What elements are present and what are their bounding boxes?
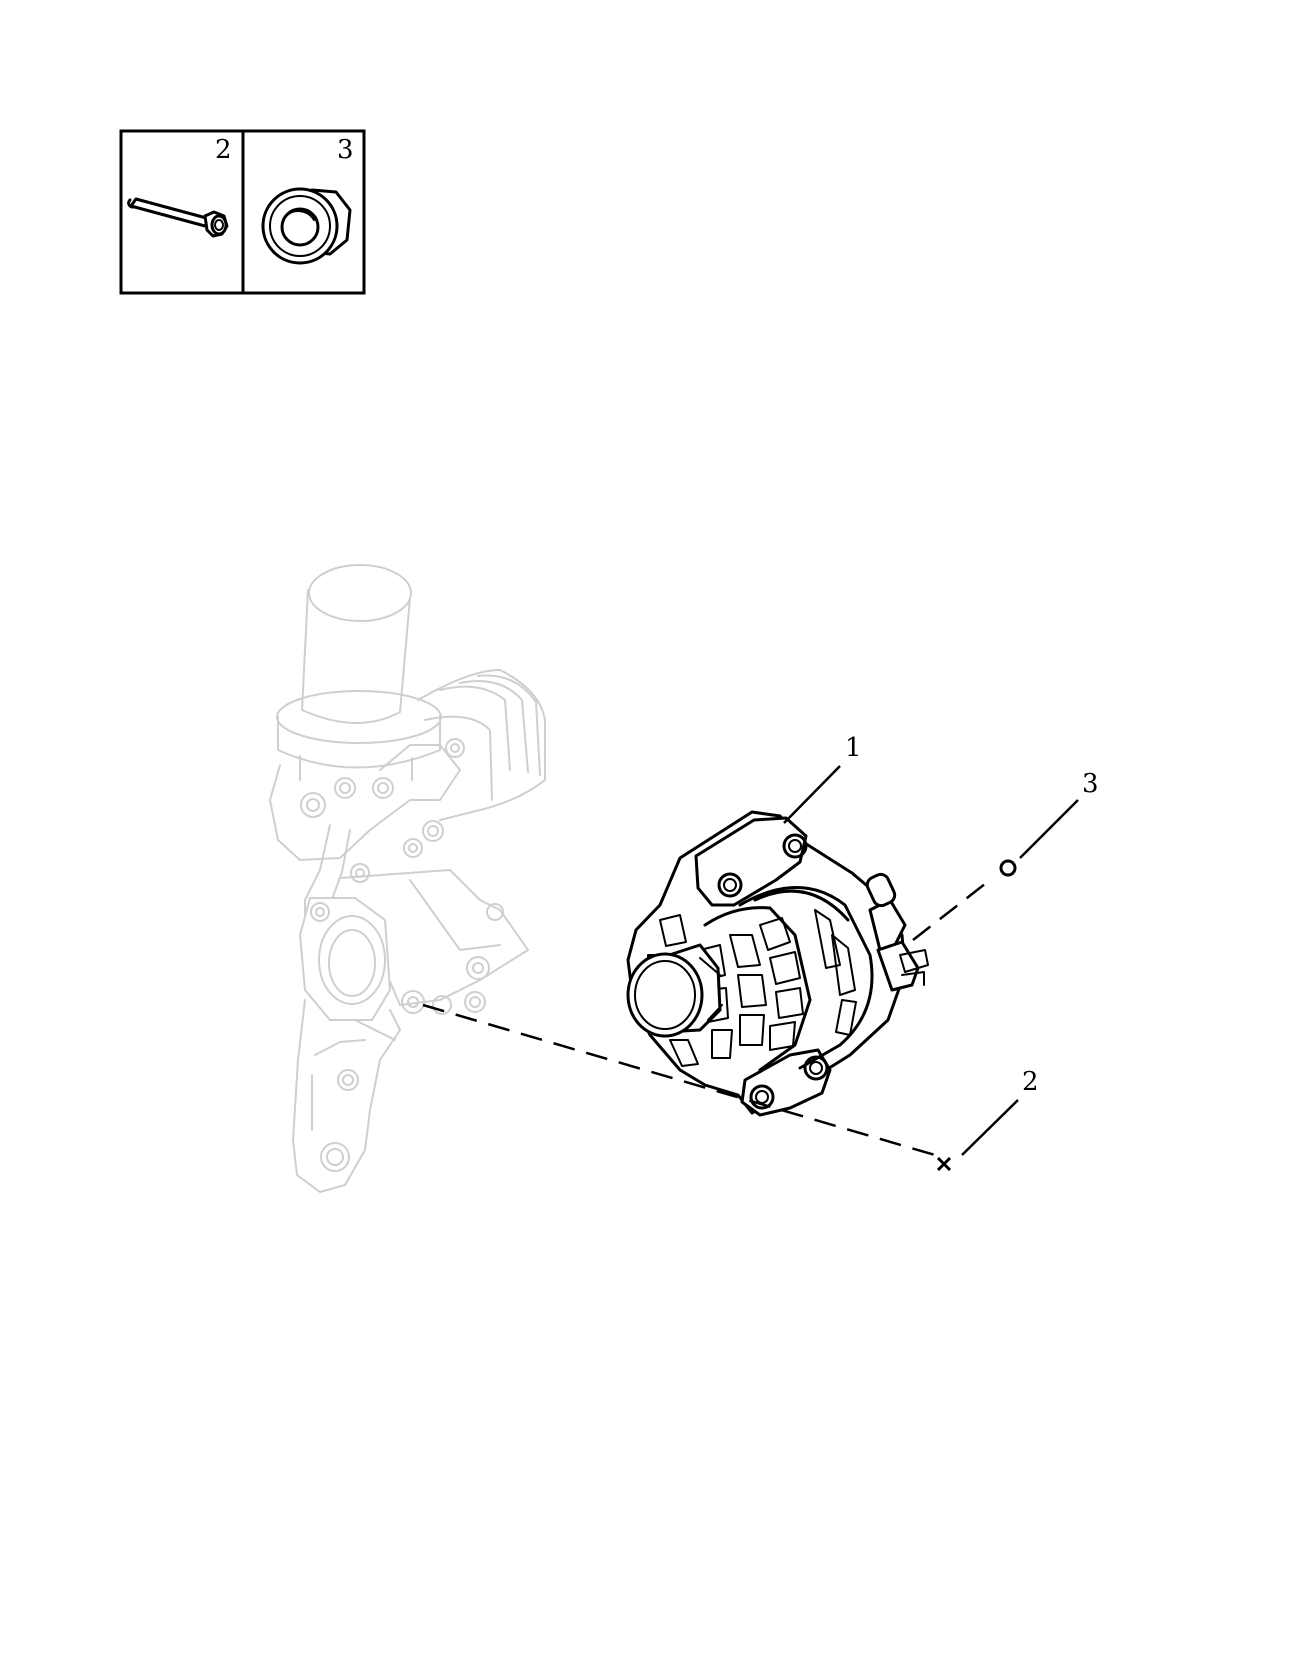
- legend-number-3: 3: [337, 135, 354, 165]
- nut-position-marker: [999, 859, 1017, 877]
- leader-line-2: [961, 1099, 1019, 1156]
- callout-number-3: 3: [1082, 769, 1099, 799]
- assembly-lines: [422, 879, 991, 1157]
- bolt-axis-dashed-line: [422, 1003, 936, 1157]
- callout-number-2: 2: [1022, 1067, 1039, 1097]
- alternator-part-1: [626, 810, 929, 1117]
- nut-axis-dashed-line: [912, 879, 991, 941]
- parts-legend: 2 3: [119, 129, 366, 295]
- engine-bracket-background: [269, 564, 546, 1193]
- pulley: [626, 943, 723, 1038]
- callout-leaders: [783, 765, 1079, 1156]
- legend-cell-washer: 3: [261, 135, 354, 265]
- legend-cell-bolt: 2: [127, 135, 232, 238]
- bolt-position-marker: [936, 1156, 952, 1172]
- legend-number-2: 2: [215, 135, 232, 165]
- leader-line-3: [1019, 799, 1079, 859]
- bolt-icon: [127, 197, 229, 238]
- callout-numbers: 1 3 2: [845, 733, 1099, 1097]
- washer-nut-icon: [261, 187, 352, 265]
- callout-number-1: 1: [845, 733, 862, 763]
- fastener-markers: [936, 859, 1017, 1172]
- leader-line-1: [783, 765, 841, 824]
